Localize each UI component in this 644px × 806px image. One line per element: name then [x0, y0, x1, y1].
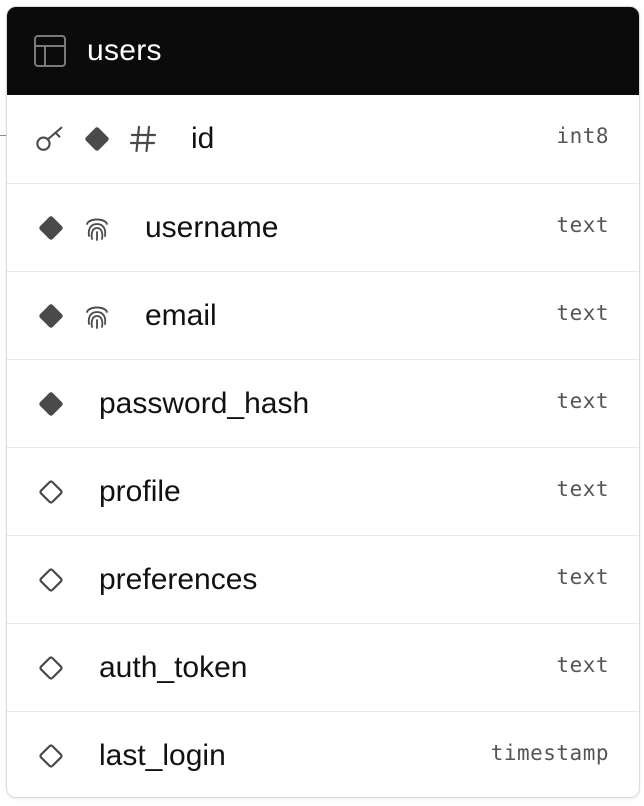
- table-header[interactable]: users: [7, 7, 639, 95]
- column-name: auth_token: [99, 651, 248, 684]
- column-type: int8: [556, 124, 609, 148]
- column-type: timestamp: [490, 741, 609, 765]
- diamond-filled-icon: [35, 300, 67, 332]
- hash-icon: [127, 123, 159, 155]
- column-name: id: [191, 122, 215, 155]
- column-row-last-login[interactable]: last_login timestamp: [7, 711, 639, 797]
- column-row-username[interactable]: username text: [7, 183, 639, 271]
- fingerprint-icon: [81, 212, 113, 244]
- column-type: text: [556, 213, 609, 237]
- table-icon: [33, 34, 67, 68]
- column-row-profile[interactable]: profile text: [7, 447, 639, 535]
- connector-line: [0, 135, 6, 136]
- column-type: text: [556, 565, 609, 589]
- column-name: email: [145, 299, 217, 332]
- column-row-email[interactable]: email text: [7, 271, 639, 359]
- column-row-password-hash[interactable]: password_hash text: [7, 359, 639, 447]
- column-type: text: [556, 477, 609, 501]
- column-name: password_hash: [99, 387, 310, 420]
- column-name: last_login: [99, 739, 226, 772]
- column-name: profile: [99, 475, 181, 508]
- diamond-outline-icon: [35, 564, 67, 596]
- column-row-id[interactable]: id int8: [7, 95, 639, 183]
- diamond-filled-icon: [35, 388, 67, 420]
- column-name: preferences: [99, 563, 258, 596]
- diamond-outline-icon: [35, 476, 67, 508]
- key-icon: [35, 123, 67, 155]
- column-type: text: [556, 653, 609, 677]
- table-title: users: [87, 34, 162, 67]
- diamond-outline-icon: [35, 740, 67, 772]
- column-type: text: [556, 301, 609, 325]
- column-type: text: [556, 389, 609, 413]
- fingerprint-icon: [81, 300, 113, 332]
- diamond-filled-icon: [35, 212, 67, 244]
- diamond-filled-icon: [81, 123, 113, 155]
- column-row-auth-token[interactable]: auth_token text: [7, 623, 639, 711]
- column-row-preferences[interactable]: preferences text: [7, 535, 639, 623]
- column-name: username: [145, 211, 279, 244]
- diamond-outline-icon: [35, 652, 67, 684]
